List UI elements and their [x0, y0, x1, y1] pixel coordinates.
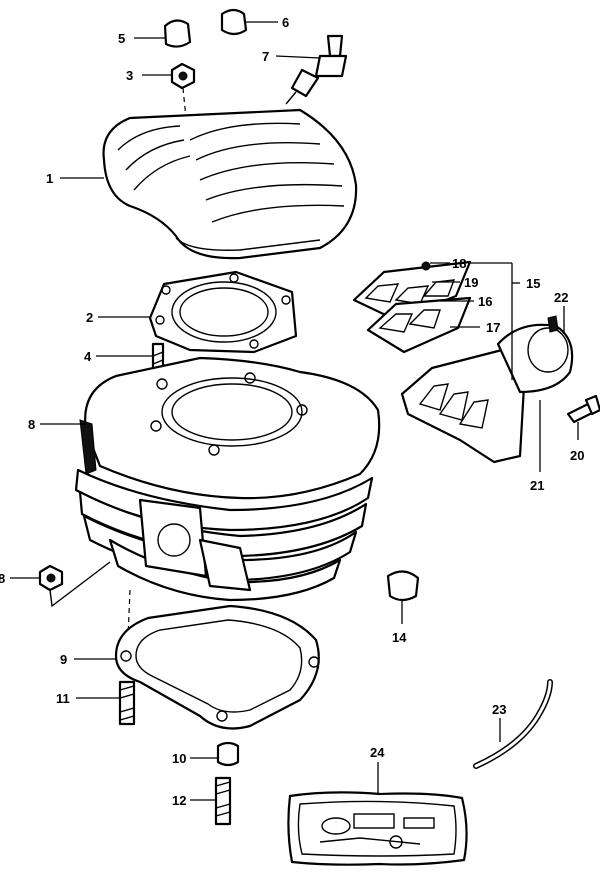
part-nut-8-lower: 8	[0, 561, 131, 639]
callout-6: 6	[282, 15, 289, 30]
callout-14: 14	[392, 630, 407, 645]
callout-17: 17	[486, 320, 500, 335]
part-gasket-kit-24: 24	[287, 745, 468, 866]
callout-21: 21	[530, 478, 544, 493]
callout-1: 1	[46, 171, 53, 186]
callout-5: 5	[118, 31, 125, 46]
part-spark-plug-7: 7	[262, 34, 348, 105]
callout-7: 7	[262, 49, 269, 64]
part-cap-5: 5	[118, 19, 192, 48]
part-nut-3: 3	[126, 62, 196, 119]
part-pin-22: 22	[554, 290, 568, 334]
part-bolt-20: 20	[566, 394, 600, 463]
callout-2: 2	[86, 310, 93, 325]
callout-23: 23	[492, 702, 506, 717]
callout-22: 22	[554, 290, 568, 305]
part-stud-12: 12	[172, 776, 232, 826]
callout-20: 20	[570, 448, 584, 463]
callout-24: 24	[370, 745, 385, 760]
part-cylinder-head-1: 1	[46, 108, 358, 260]
callout-12: 12	[172, 793, 186, 808]
callout-9: 9	[60, 652, 67, 667]
part-cap-6: 6	[220, 8, 289, 36]
part-hose-23: 23	[473, 679, 553, 769]
callout-3: 3	[126, 68, 133, 83]
callout-10: 10	[172, 751, 186, 766]
part-dowel-10: 10	[172, 741, 240, 767]
callout-11: 11	[56, 691, 70, 706]
callout-8: 8	[28, 417, 35, 432]
callout-19: 19	[464, 275, 478, 290]
callout-15: 15	[526, 276, 540, 291]
callout-16: 16	[478, 294, 492, 309]
callout-18: 18	[452, 256, 466, 271]
part-head-gasket-2: 2	[86, 270, 298, 354]
part-stud-11: 11	[56, 680, 136, 726]
callout-8b: 8	[0, 571, 5, 586]
part-base-gasket-9: 9	[60, 604, 320, 730]
part-reed-valve-assembly: 18 15 19 16 17 21	[352, 256, 574, 493]
part-cylinder-8: 8	[28, 356, 381, 602]
part-cap-14: 14	[386, 570, 420, 645]
callout-4: 4	[84, 349, 92, 364]
